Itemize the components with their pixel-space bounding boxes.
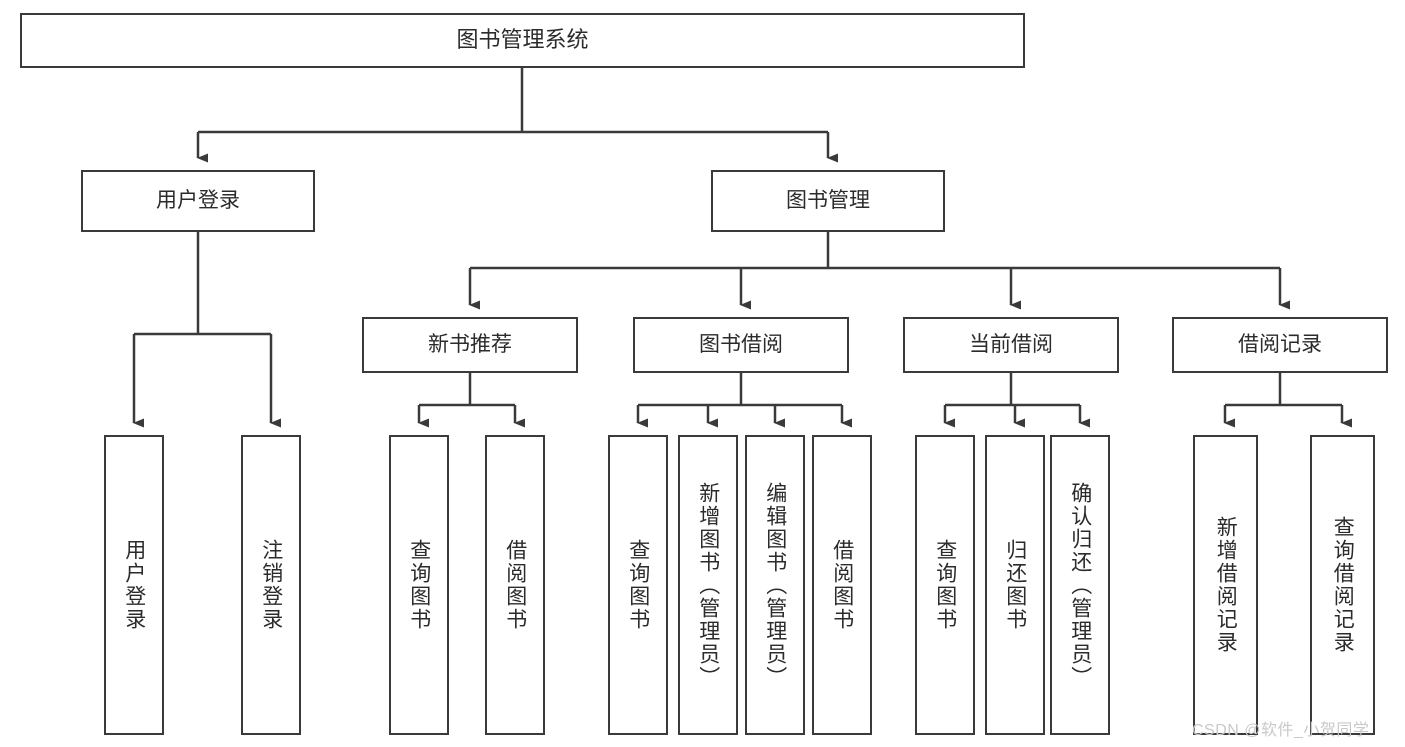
node-borrow-record[interactable]: 借阅记录	[1172, 317, 1388, 373]
node-new-book-recommend[interactable]: 新书推荐	[362, 317, 578, 373]
node-label: 查询图书	[407, 539, 431, 631]
node-leaf-add-borrow-record[interactable]: 新增借阅记录	[1193, 435, 1258, 735]
node-book-manage[interactable]: 图书管理	[711, 170, 945, 232]
node-label: 借阅图书	[830, 539, 854, 631]
node-label: 查询图书	[626, 539, 650, 631]
node-label: 编辑图书（管理员）	[763, 481, 787, 689]
node-leaf-query-book-3[interactable]: 查询图书	[915, 435, 975, 735]
node-label: 图书管理系统	[456, 27, 589, 53]
node-label: 归还图书	[1003, 539, 1027, 631]
node-leaf-add-book-admin[interactable]: 新增图书（管理员）	[678, 435, 738, 735]
node-label: 图书借阅	[699, 333, 783, 357]
node-leaf-user-login[interactable]: 用户登录	[104, 435, 164, 735]
node-label: 新书推荐	[428, 333, 512, 357]
node-label: 查询借阅记录	[1331, 516, 1355, 654]
node-book-borrow[interactable]: 图书借阅	[633, 317, 849, 373]
node-leaf-borrow-book-1[interactable]: 借阅图书	[485, 435, 545, 735]
node-label: 图书管理	[786, 189, 870, 213]
watermark-text: CSDN @软件_小贺同学	[1192, 722, 1370, 739]
node-leaf-borrow-book-2[interactable]: 借阅图书	[812, 435, 872, 735]
node-current-borrow[interactable]: 当前借阅	[903, 317, 1119, 373]
node-user-login[interactable]: 用户登录	[81, 170, 315, 232]
node-leaf-return-book[interactable]: 归还图书	[985, 435, 1045, 735]
node-label: 注销登录	[259, 539, 283, 631]
node-label: 查询图书	[933, 539, 957, 631]
node-label: 借阅图书	[503, 539, 527, 631]
node-root-system[interactable]: 图书管理系统	[20, 13, 1025, 68]
node-leaf-query-borrow-record[interactable]: 查询借阅记录	[1310, 435, 1375, 735]
node-label: 新增图书（管理员）	[696, 481, 720, 689]
node-leaf-query-book-2[interactable]: 查询图书	[608, 435, 668, 735]
node-leaf-edit-book-admin[interactable]: 编辑图书（管理员）	[745, 435, 805, 735]
node-label: 用户登录	[122, 539, 146, 631]
node-label: 确认归还（管理员）	[1068, 481, 1092, 689]
node-label: 借阅记录	[1238, 333, 1322, 357]
node-leaf-user-logout[interactable]: 注销登录	[241, 435, 301, 735]
node-label: 新增借阅记录	[1214, 516, 1238, 654]
node-label: 当前借阅	[969, 333, 1053, 357]
node-leaf-confirm-return-admin[interactable]: 确认归还（管理员）	[1050, 435, 1110, 735]
node-label: 用户登录	[156, 189, 240, 213]
node-leaf-query-book-1[interactable]: 查询图书	[389, 435, 449, 735]
